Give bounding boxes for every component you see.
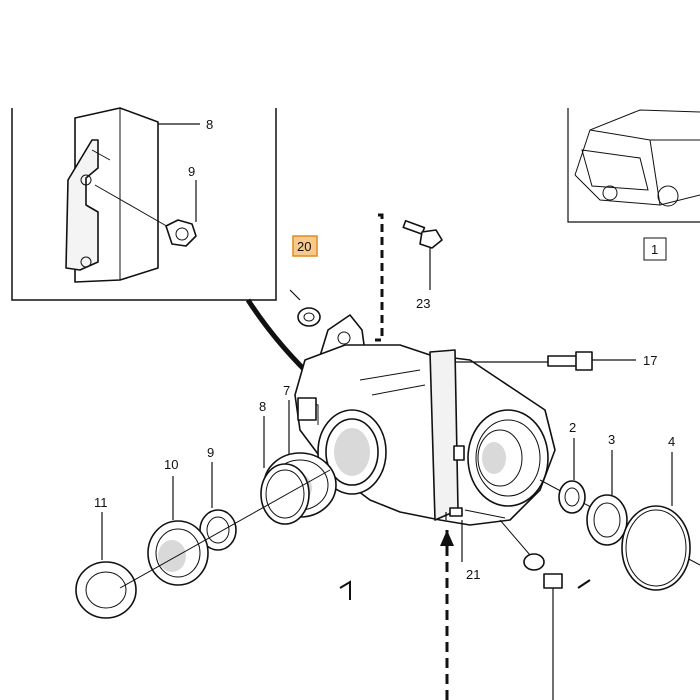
callout-8: 8: [259, 399, 266, 414]
callout-20: 9: [188, 164, 195, 179]
callout-23: 23: [416, 296, 430, 311]
callout-3: 3: [608, 432, 615, 447]
callout-4: 4: [668, 434, 675, 449]
callout-10: 10: [164, 457, 178, 472]
bolt-17: 17: [456, 351, 657, 371]
detail-inset: 8 9: [11, 107, 277, 301]
differential-housing: [294, 314, 556, 526]
vehicle-inset: 1: [567, 108, 700, 261]
callout-21-highlight: [292, 235, 318, 257]
callout-11: 11: [94, 495, 108, 510]
callout-1: 1: [651, 242, 658, 257]
callout-2: 2: [569, 420, 576, 435]
callout-7: 7: [283, 383, 290, 398]
callout-9: 9: [207, 445, 214, 460]
drain-plug: [499, 519, 563, 700]
right-side-parts: 2 3 4: [539, 420, 700, 591]
left-side-parts: 7 8 9 10 11: [75, 383, 337, 619]
part-21: 20: [289, 235, 321, 327]
callout-22: 21: [466, 567, 480, 582]
callout-18: 8: [206, 117, 213, 132]
callout-21: 20: [297, 239, 311, 254]
bolt-23: 23: [375, 213, 443, 342]
callout-17: 17: [643, 353, 657, 368]
